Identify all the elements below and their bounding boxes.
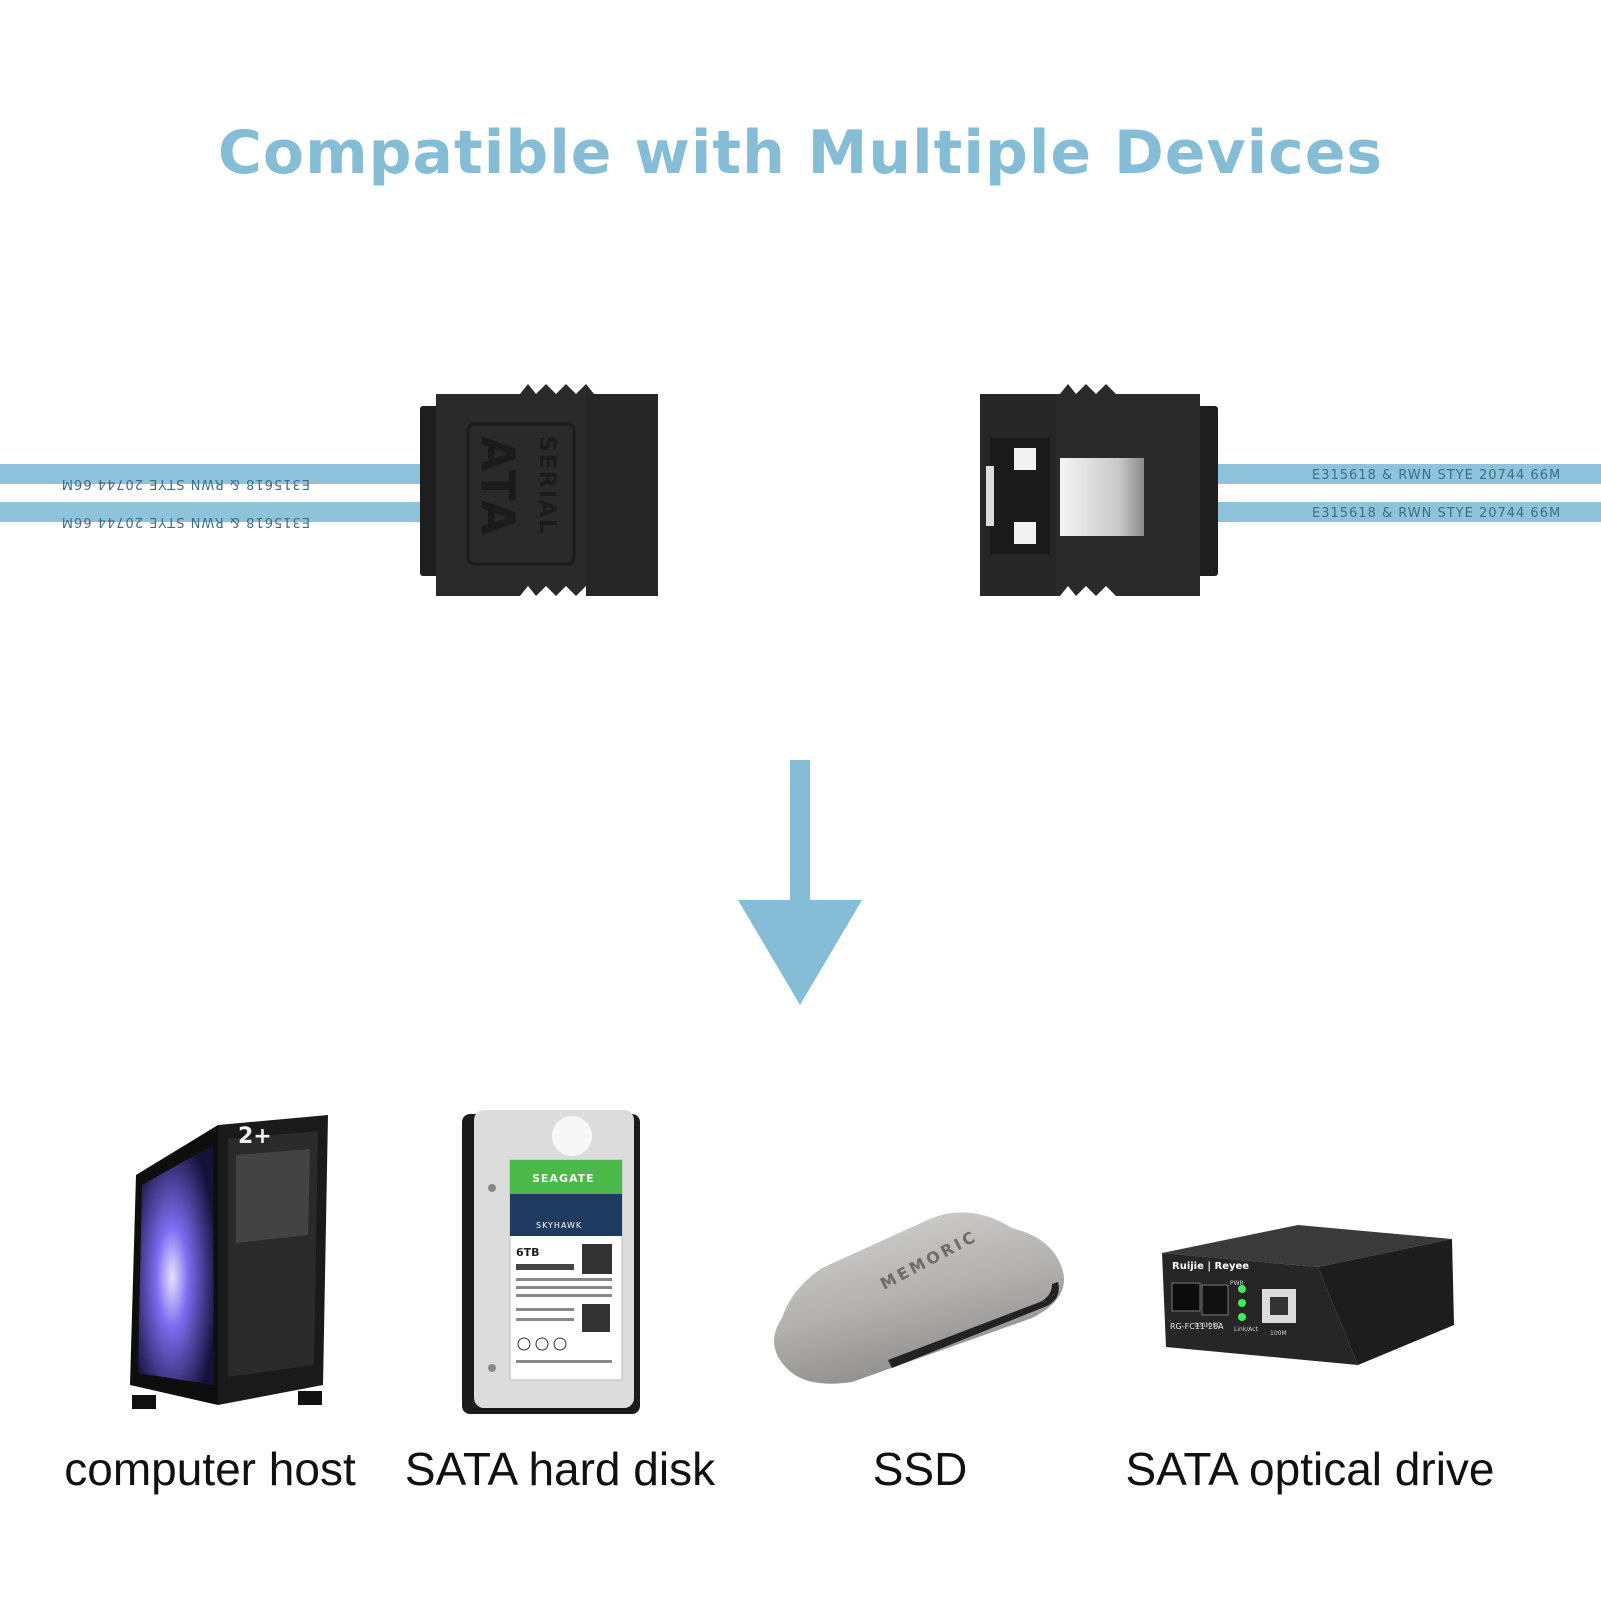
device-label-sata-hard-disk: SATA hard disk <box>404 1443 716 1495</box>
converter-model: RG-FC11-20A <box>1170 1322 1224 1331</box>
hard-disk-icon: SEAGATE SKYHAWK 6TB <box>462 1110 640 1414</box>
left-cable: E315618 & RWN STYE 20744 66M E315618 & R… <box>0 464 430 529</box>
hdd-capacity: 6TB <box>516 1246 540 1259</box>
svg-text:2+: 2+ <box>238 1124 272 1149</box>
page-title: Compatible with Multiple Devices <box>217 118 1384 188</box>
left-sata-connector: SERIAL ATA <box>420 384 658 596</box>
device-label-sata-optical-drive: SATA optical drive <box>1125 1443 1495 1495</box>
converter-led-link: Link/Act <box>1234 1326 1259 1333</box>
device-label-computer-host: computer host <box>64 1443 356 1495</box>
hdd-brand: SEAGATE <box>532 1172 595 1185</box>
right-cable-print-1: E315618 & RWN STYE 20744 66M <box>1312 468 1561 483</box>
pc-tower-icon: 2+ <box>130 1115 328 1409</box>
left-cable-print-1: E315618 & RWN STYE 20744 66M <box>61 476 310 491</box>
device-label-ssd: SSD <box>872 1443 968 1495</box>
converter-led-pwr: PWR <box>1230 1280 1244 1287</box>
media-converter-icon: Ruijie | Reyee PWR Link/Act 100M SC 100M… <box>1162 1225 1454 1365</box>
ssd-icon: MEMORIC <box>774 1212 1064 1384</box>
connector-emboss-ata: ATA <box>471 436 525 537</box>
hdd-model: SKYHAWK <box>536 1221 582 1230</box>
right-cable: E315618 & RWN STYE 20744 66M E315618 & R… <box>1200 464 1601 522</box>
connector-emboss-serial: SERIAL <box>534 436 559 535</box>
right-sata-latch-connector <box>980 384 1218 596</box>
sata-cable-illustration: E315618 & RWN STYE 20744 66M E315618 & R… <box>0 384 1601 596</box>
right-cable-print-2: E315618 & RWN STYE 20744 66M <box>1312 506 1561 521</box>
converter-port-right: 100M <box>1270 1330 1287 1337</box>
down-arrow-icon <box>738 760 862 1005</box>
converter-brand: Ruijie | Reyee <box>1172 1261 1249 1272</box>
left-cable-print-2: E315618 & RWN STYE 20744 66M <box>61 514 310 529</box>
converter-port-left: 100M SC <box>1194 1322 1221 1329</box>
